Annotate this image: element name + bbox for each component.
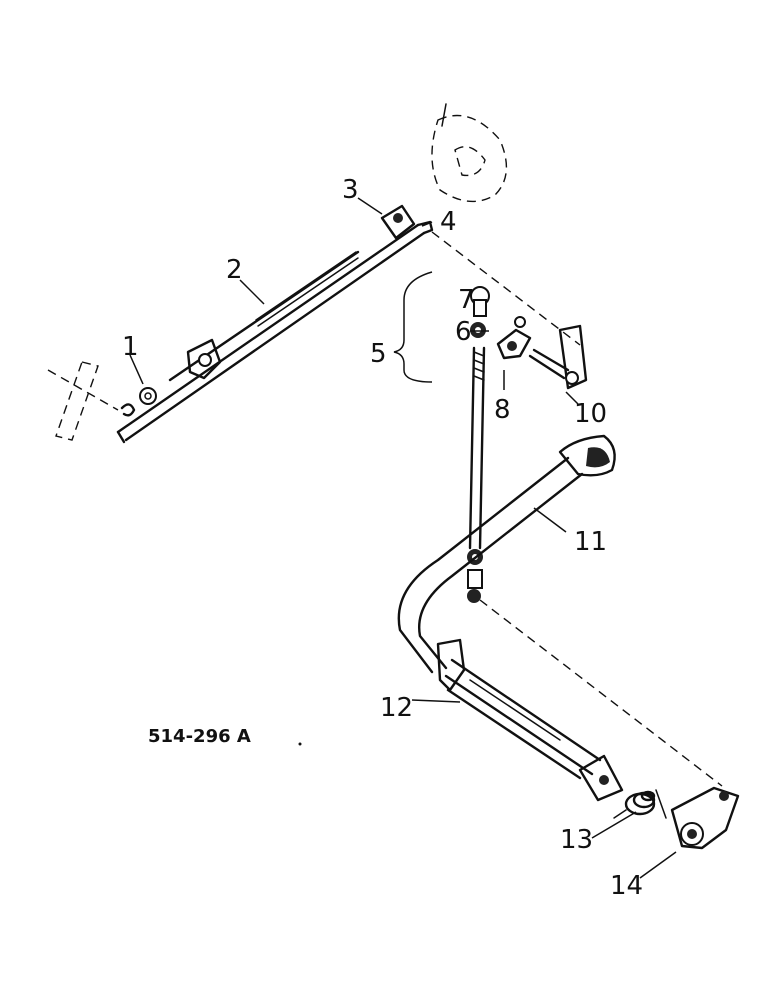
callout-10: 10 xyxy=(574,399,607,429)
lever-arm-part-10 xyxy=(528,324,588,390)
dashed-alignment-line-lower xyxy=(479,599,723,787)
callout-7: 7 xyxy=(458,285,475,315)
callout-14: 14 xyxy=(610,871,643,901)
housing-ghost-outline xyxy=(431,103,508,203)
callout-12: 12 xyxy=(380,693,413,723)
dashed-alignment-line-upper xyxy=(431,231,581,346)
bolt-part-7 xyxy=(470,286,490,317)
nut-part-1 xyxy=(120,387,157,417)
callout-6: 6 xyxy=(455,317,472,347)
bracket-shaft-part-12 xyxy=(436,638,624,802)
callout-8: 8 xyxy=(494,395,511,425)
rod-assembly xyxy=(116,223,426,444)
stray-dot xyxy=(298,742,302,746)
left-ghost-bracket xyxy=(47,361,119,441)
callout-1: 1 xyxy=(122,332,139,362)
figure-id: 514-296 A xyxy=(148,726,251,747)
lever-part-8 xyxy=(496,316,532,360)
leader-lines xyxy=(129,197,677,879)
callout-3: 3 xyxy=(342,175,359,205)
callout-5: 5 xyxy=(370,339,387,369)
rod-end-part-4 xyxy=(416,220,434,235)
bracket-plate-part-14 xyxy=(670,786,740,850)
spring-part-13 xyxy=(613,789,667,819)
callout-13: 13 xyxy=(560,825,593,855)
callout-2: 2 xyxy=(226,255,243,285)
bent-handle-part-11 xyxy=(397,434,616,674)
nut-part-6 xyxy=(470,322,486,338)
vertical-rod xyxy=(467,346,486,603)
callout-4: 4 xyxy=(440,207,457,237)
collar-part-3 xyxy=(380,204,416,240)
callout-11: 11 xyxy=(574,527,607,557)
